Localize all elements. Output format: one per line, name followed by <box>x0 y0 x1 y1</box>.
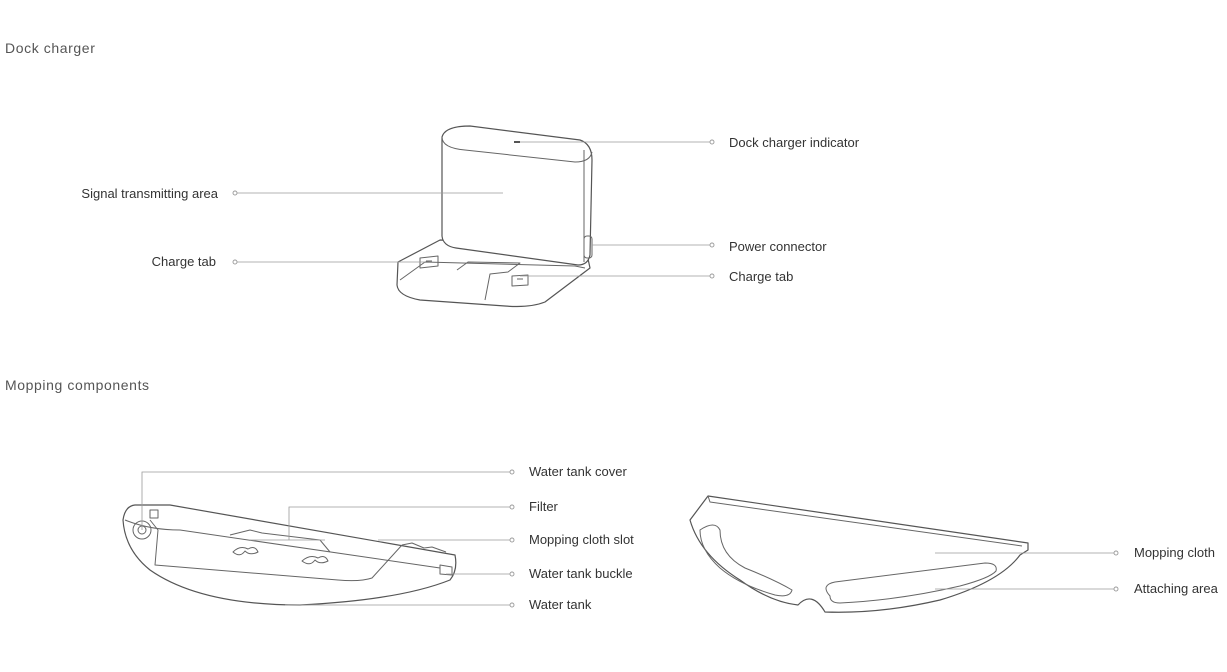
mopping-cloth-callouts <box>935 550 1119 592</box>
label-power-connector: Power connector <box>729 239 827 254</box>
label-dock-charger-indicator: Dock charger indicator <box>729 135 860 150</box>
water-tank-callouts <box>141 469 515 608</box>
dock-callouts <box>232 139 715 279</box>
label-mopping-cloth-slot: Mopping cloth slot <box>529 532 634 547</box>
label-signal-transmitting-area: Signal transmitting area <box>81 186 218 201</box>
mopping-cloth-illustration <box>689 495 1029 613</box>
section-title-dock: Dock charger <box>5 40 96 56</box>
label-charge-tab-left: Charge tab <box>151 254 216 269</box>
label-water-tank-cover: Water tank cover <box>529 464 627 479</box>
dock-charger-illustration <box>396 125 593 308</box>
label-water-tank-buckle: Water tank buckle <box>529 566 633 581</box>
label-mopping-cloth: Mopping cloth <box>1134 545 1215 560</box>
water-tank-illustration <box>122 504 457 606</box>
section-title-mopping: Mopping components <box>5 377 150 393</box>
label-filter: Filter <box>529 499 558 514</box>
label-charge-tab-right: Charge tab <box>729 269 794 284</box>
label-water-tank: Water tank <box>529 597 592 612</box>
label-attaching-area: Attaching area <box>1134 581 1218 596</box>
